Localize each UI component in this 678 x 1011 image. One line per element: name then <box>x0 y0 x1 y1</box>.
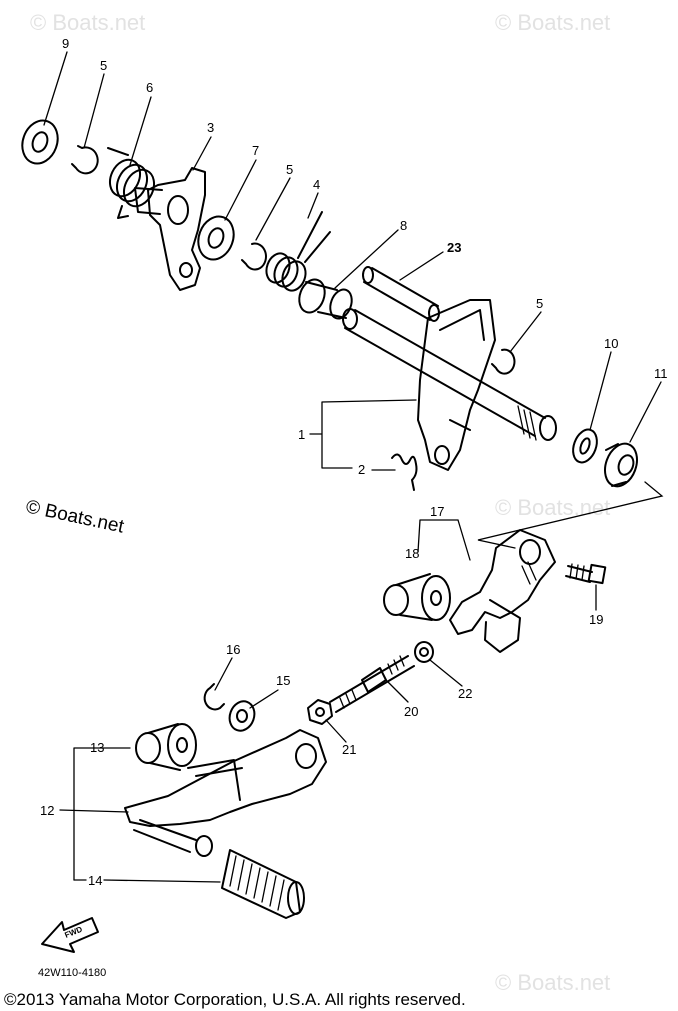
part-22-nut <box>414 641 434 663</box>
callout-3: 3 <box>207 120 214 135</box>
callout-13: 13 <box>90 740 104 755</box>
callout-14: 14 <box>88 873 102 888</box>
part-13-joint <box>135 723 197 771</box>
callout-19: 19 <box>589 612 603 627</box>
callout-16: 16 <box>226 642 240 657</box>
callout-21: 21 <box>342 742 356 757</box>
part-5-circlip-a <box>71 145 99 175</box>
watermark-mid-right: © Boats.net <box>495 495 610 520</box>
watermark-top-right: © Boats.net <box>495 10 610 35</box>
part-8-collar <box>298 278 353 320</box>
fwd-label: FWD <box>63 925 83 940</box>
part-15-washer <box>228 700 256 732</box>
diagram-code: 42W110-4180 <box>38 967 106 979</box>
part-5-circlip-b <box>241 242 267 271</box>
part-12-shift-pedal <box>124 729 327 857</box>
fwd-arrow: FWD <box>41 917 99 953</box>
part-6-spring <box>107 147 156 219</box>
part-10-washer <box>572 428 598 464</box>
part-2-spring <box>391 453 418 491</box>
callout-20: 20 <box>404 704 418 719</box>
callout-7: 7 <box>252 143 259 158</box>
part-18-joint <box>383 573 451 621</box>
part-20-shift-rod <box>329 655 415 713</box>
callout-4: 4 <box>313 177 320 192</box>
part-9-washer <box>21 119 59 165</box>
callout-18: 18 <box>405 546 419 561</box>
watermark-bottom-right: © Boats.net <box>495 970 610 995</box>
part-14-pedal-rubber <box>221 849 305 919</box>
part-5-circlip-c <box>491 348 516 375</box>
part-21-nut <box>307 699 333 725</box>
copyright-notice: ©2013 Yamaha Motor Corporation, U.S.A. A… <box>4 990 466 1009</box>
callout-22: 22 <box>458 686 472 701</box>
part-3-shift-arm <box>134 167 206 291</box>
callout-9: 9 <box>62 36 69 51</box>
part-11-oil-seal <box>604 442 638 488</box>
part-4-spring <box>265 211 331 292</box>
part-7-washer <box>197 215 235 261</box>
callout-5-a: 5 <box>100 58 107 73</box>
callout-12: 12 <box>40 803 54 818</box>
callout-11: 11 <box>654 366 668 381</box>
leader-lines <box>43 51 662 883</box>
callout-5-c: 5 <box>536 296 543 311</box>
callout-15: 15 <box>276 673 290 688</box>
assembly-lead-line <box>477 481 664 549</box>
callout-6: 6 <box>146 80 153 95</box>
callout-10: 10 <box>604 336 618 351</box>
callout-23: 23 <box>447 240 461 255</box>
callout-17: 17 <box>430 504 444 519</box>
callout-8: 8 <box>400 218 407 233</box>
watermark-mid-left: © Boats.net <box>24 496 126 537</box>
part-23-pin <box>362 266 440 322</box>
callout-5-b: 5 <box>286 162 293 177</box>
callout-1: 1 <box>298 427 305 442</box>
part-17-shift-arm <box>449 529 556 653</box>
watermark-top-left: © Boats.net <box>30 10 145 35</box>
part-16-circlip <box>203 683 225 711</box>
part-19-bolt <box>565 563 607 585</box>
callout-2: 2 <box>358 462 365 477</box>
part-1-shift-shaft <box>342 299 557 471</box>
